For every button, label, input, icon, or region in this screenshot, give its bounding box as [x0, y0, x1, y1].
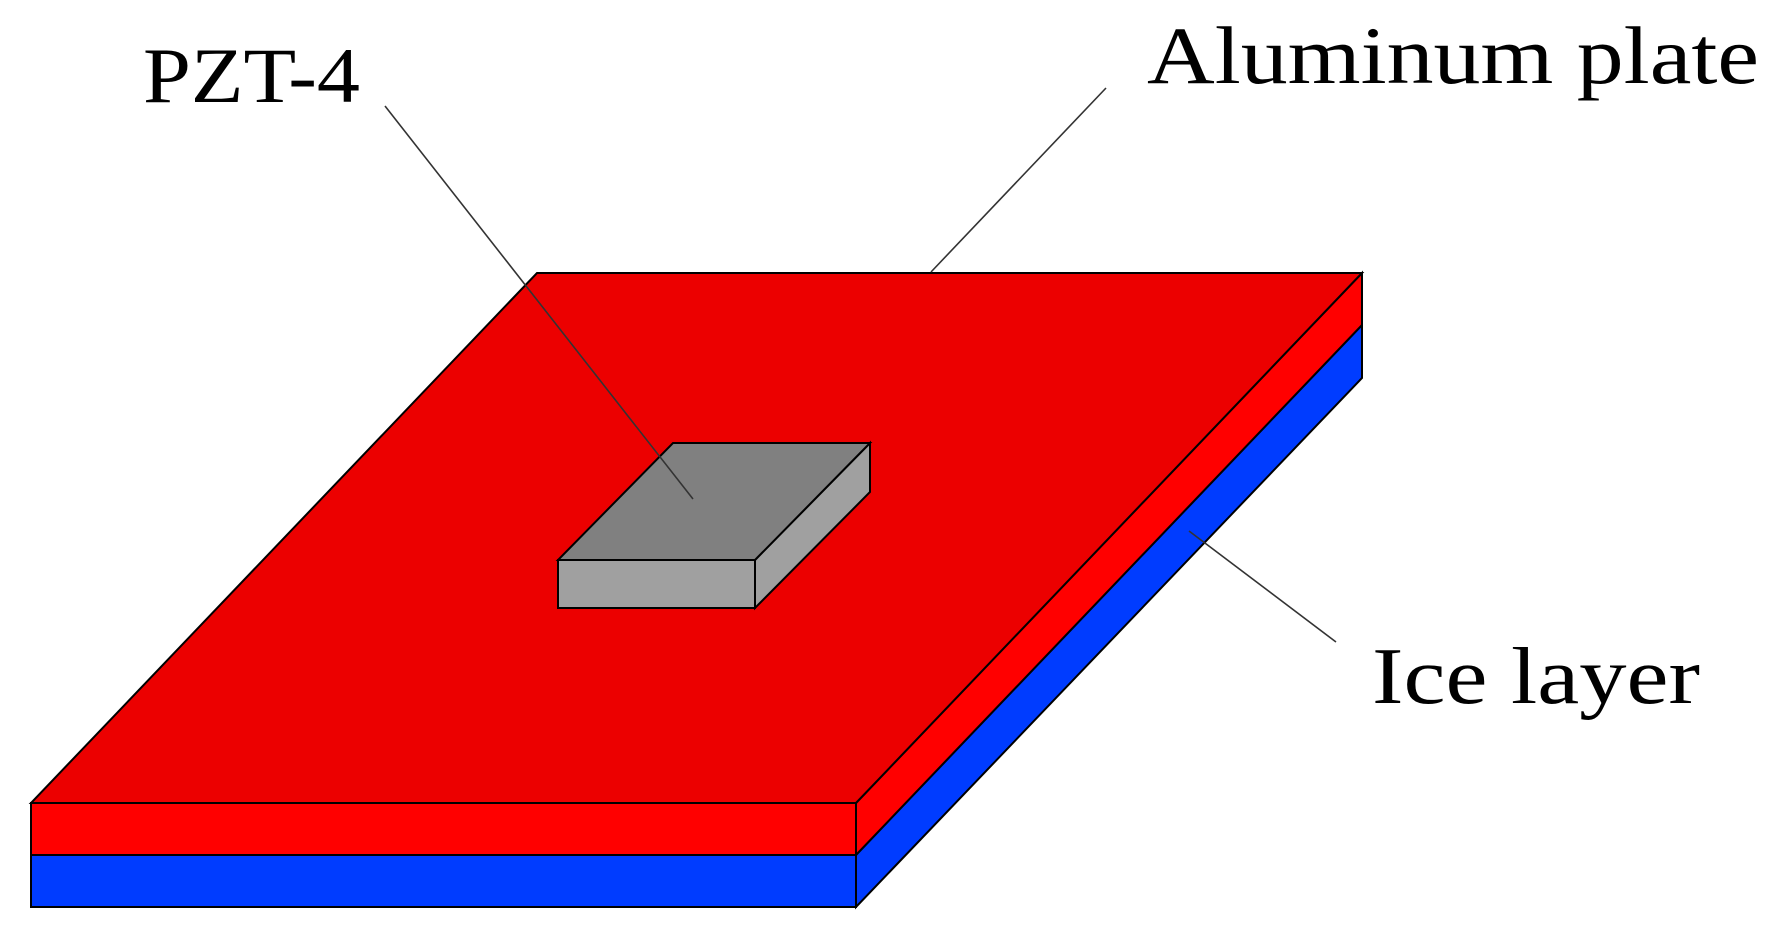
ice-layer-front-face: [30, 854, 857, 908]
pzt-label: PZT-4: [143, 32, 360, 119]
pzt-front-face: [557, 559, 756, 609]
leader-lines: [384, 87, 1337, 643]
pzt-top-face: [555, 442, 873, 561]
aluminum-plate-front-face: [30, 802, 857, 856]
pzt-leader-line: [384, 105, 694, 500]
pzt-sensor: [555, 440, 873, 611]
ice-layer-label: Ice layer: [1372, 633, 1700, 721]
ice-leader-line: [1188, 530, 1337, 643]
aluminum-plate-label: Aluminum plate: [1147, 10, 1759, 101]
ice-layer: [30, 322, 1363, 910]
aluminum-leader-line: [930, 87, 1107, 273]
